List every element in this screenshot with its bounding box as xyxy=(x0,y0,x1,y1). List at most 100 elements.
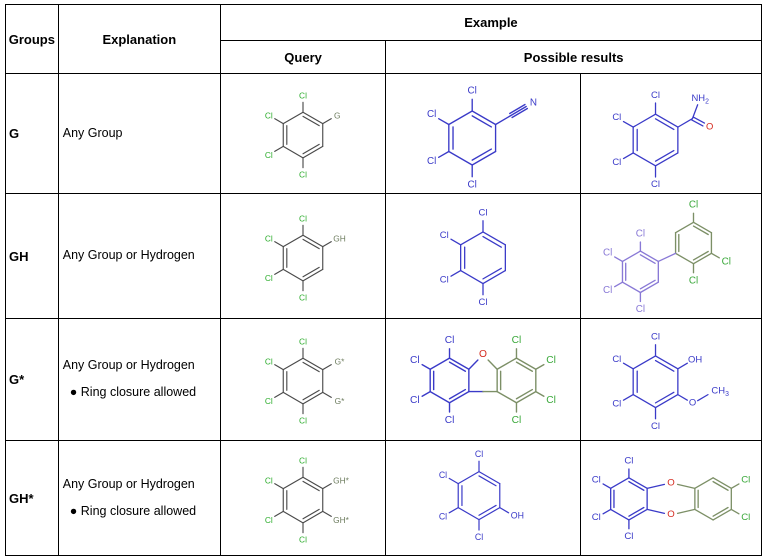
svg-text:Cl: Cl xyxy=(636,304,645,315)
svg-text:Cl: Cl xyxy=(475,532,483,542)
svg-text:Cl: Cl xyxy=(439,511,447,521)
explanation-bullet: ● Ring closure allowed xyxy=(69,503,197,518)
explanation-text: Any Group or Hydrogen xyxy=(62,358,195,373)
svg-text:Cl: Cl xyxy=(299,91,307,101)
explanation-bullet: ● Ring closure allowed xyxy=(69,385,197,399)
header-possible-results: Possible results xyxy=(385,40,762,74)
header-groups: Groups xyxy=(5,4,59,74)
svg-text:Cl: Cl xyxy=(546,355,556,366)
svg-text:Cl: Cl xyxy=(689,275,698,286)
svg-text:Cl: Cl xyxy=(299,534,307,544)
svg-text:O: O xyxy=(667,478,675,489)
explanation-g: Any Group xyxy=(57,73,221,194)
group-label-g-star: G* xyxy=(5,318,59,441)
table-row: GH* Any Group or Hydrogen ● Ring closure… xyxy=(5,440,762,556)
svg-text:Cl: Cl xyxy=(651,179,660,190)
svg-text:Cl: Cl xyxy=(440,275,449,286)
svg-text:N: N xyxy=(530,97,537,108)
svg-text:Cl: Cl xyxy=(689,199,698,210)
group-label-gh-star: GH* xyxy=(5,440,59,556)
svg-text:O: O xyxy=(706,121,713,132)
svg-text:G*: G* xyxy=(335,356,345,366)
svg-text:Cl: Cl xyxy=(299,416,307,426)
svg-text:Cl: Cl xyxy=(265,514,273,524)
svg-text:Cl: Cl xyxy=(546,395,556,406)
svg-text:Cl: Cl xyxy=(741,475,750,486)
table-row: G* Any Group or Hydrogen ● Ring closure … xyxy=(5,318,762,441)
svg-text:Cl: Cl xyxy=(722,256,731,267)
svg-text:Cl: Cl xyxy=(624,456,633,467)
svg-text:CH3: CH3 xyxy=(711,385,729,397)
svg-text:Cl: Cl xyxy=(299,213,307,223)
svg-text:Cl: Cl xyxy=(468,179,477,190)
header-explanation: Explanation xyxy=(57,4,221,74)
svg-text:Cl: Cl xyxy=(512,415,522,426)
explanation-text: Any Group xyxy=(62,125,123,140)
svg-text:Cl: Cl xyxy=(445,335,455,346)
svg-text:Cl: Cl xyxy=(265,356,273,366)
svg-text:Cl: Cl xyxy=(651,331,660,342)
svg-text:Cl: Cl xyxy=(479,208,488,219)
svg-text:Cl: Cl xyxy=(624,531,633,542)
svg-text:Cl: Cl xyxy=(427,156,436,167)
svg-text:Cl: Cl xyxy=(410,395,420,406)
svg-text:G: G xyxy=(334,110,340,120)
svg-text:Cl: Cl xyxy=(427,109,436,120)
header-query: Query xyxy=(219,40,387,74)
group-label-gh: GH xyxy=(5,193,59,319)
svg-text:Cl: Cl xyxy=(439,470,447,480)
svg-text:Cl: Cl xyxy=(265,150,273,160)
svg-text:O: O xyxy=(689,397,696,408)
svg-text:Cl: Cl xyxy=(468,86,477,97)
svg-text:Cl: Cl xyxy=(265,272,273,282)
group-label-g: G xyxy=(5,73,59,194)
svg-text:Cl: Cl xyxy=(612,112,621,123)
header-example: Example xyxy=(219,4,762,41)
svg-text:Cl: Cl xyxy=(651,420,660,431)
svg-text:NH2: NH2 xyxy=(691,93,709,105)
svg-text:Cl: Cl xyxy=(636,228,645,239)
svg-text:Cl: Cl xyxy=(612,353,621,364)
svg-text:Cl: Cl xyxy=(410,355,420,366)
svg-text:Cl: Cl xyxy=(592,475,601,486)
svg-text:Cl: Cl xyxy=(603,247,612,258)
explanation-text: Any Group or Hydrogen xyxy=(62,476,195,491)
svg-text:Cl: Cl xyxy=(475,449,483,459)
svg-text:Cl: Cl xyxy=(299,292,307,302)
explanation-text: Any Group or Hydrogen xyxy=(62,248,195,263)
svg-text:GH*: GH* xyxy=(333,514,350,524)
svg-text:Cl: Cl xyxy=(299,170,307,180)
svg-text:Cl: Cl xyxy=(512,335,522,346)
svg-text:Cl: Cl xyxy=(265,396,273,406)
groups-explanation-table: Groups Explanation Example Query Possibl… xyxy=(5,4,762,556)
svg-text:O: O xyxy=(479,349,487,360)
svg-text:Cl: Cl xyxy=(265,475,273,485)
svg-text:Cl: Cl xyxy=(299,337,307,347)
svg-text:Cl: Cl xyxy=(265,110,273,120)
svg-text:Cl: Cl xyxy=(299,455,307,465)
svg-text:Cl: Cl xyxy=(265,233,273,243)
svg-text:G*: G* xyxy=(335,396,345,406)
svg-text:GH: GH xyxy=(333,233,346,243)
